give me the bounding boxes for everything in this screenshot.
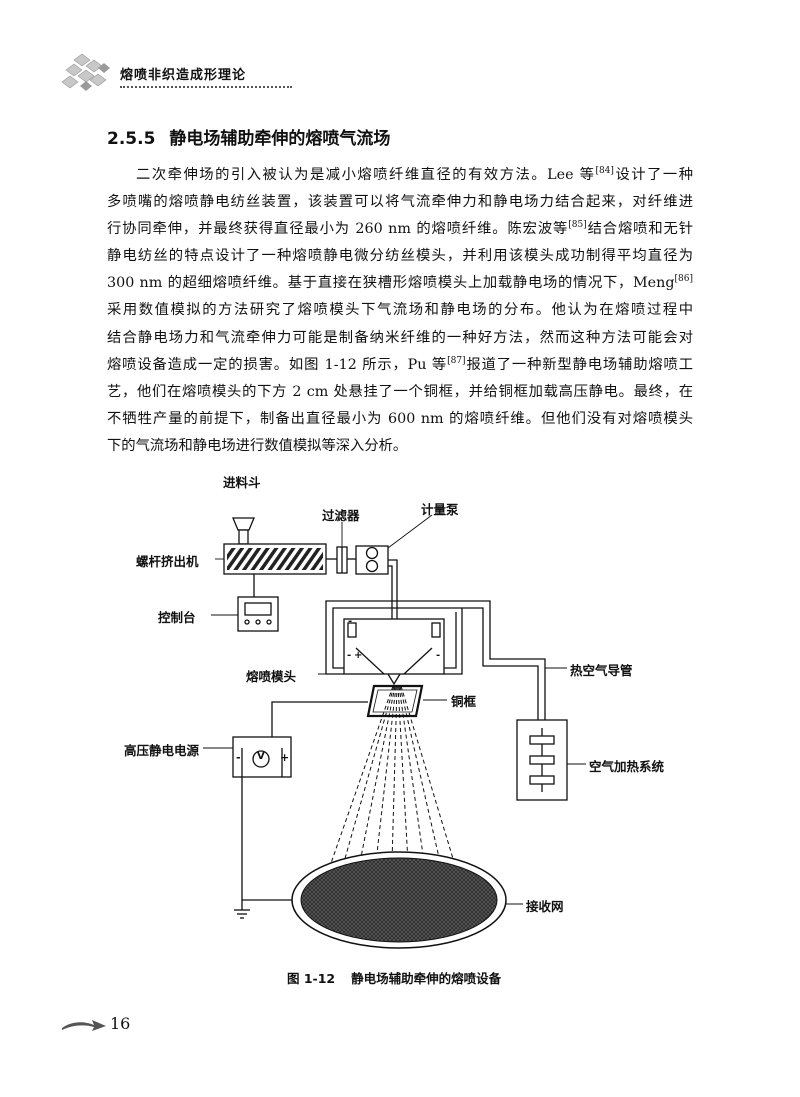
text-line: 多喷嘴的熔喷静电纺丝装置，该装置可以将气流牵伸力和静电场力结合起来，对纤维进 — [107, 194, 693, 211]
label-screw-extruder: 螺杆挤出机 — [136, 554, 199, 569]
figure-caption: 图 1-12 静电场辅助牵伸的熔喷设备 — [287, 968, 501, 987]
page-footer: 16 — [62, 1012, 162, 1042]
die-terminal-minus-right: - — [436, 650, 441, 661]
running-header: 熔喷非织造成形理论 — [60, 52, 292, 92]
text-line: 行协同牵伸，并最终获得直径最小为 260 nm 的熔喷纤维。陈宏波等[85]结合… — [107, 220, 694, 238]
running-title: 熔喷非织造成形理论 — [120, 68, 247, 83]
label-filter: 过滤器 — [322, 508, 360, 523]
copper-frame — [366, 684, 424, 718]
text-line: 不牺牲产量的前提下，制备出直径最小为 600 nm 的熔喷纤维。但他们没有对熔喷… — [107, 410, 693, 427]
hv-terminal-minus: - — [236, 751, 241, 764]
collector-mesh — [291, 851, 507, 949]
figure-caption-text: 静电场辅助牵伸的熔喷设备 — [351, 971, 502, 986]
label-collector: 接收网 — [526, 899, 564, 914]
header-dotted-rule — [120, 86, 292, 88]
screw-extruder — [223, 543, 327, 575]
die-terminal-minus-left: - — [347, 650, 352, 661]
hv-power-supply — [232, 701, 368, 919]
die-terminal-minus-top: - — [348, 616, 353, 627]
text-line: 熔喷设备造成一定的损害。如图 1-12 所示，Pu 等[87]报道了一种新型静电… — [107, 355, 693, 373]
filter — [336, 546, 348, 574]
metering-pump — [355, 545, 389, 575]
apparatus-diagram — [203, 514, 586, 949]
hopper — [232, 517, 255, 545]
citation: [85] — [568, 220, 587, 231]
die-terminal-plus-left: + — [354, 650, 363, 661]
voltmeter-icon: V — [257, 751, 265, 762]
section-number: 2.5.5 — [107, 129, 156, 149]
page-arrow-icon — [62, 1020, 106, 1031]
label-control-console: 控制台 — [158, 610, 196, 625]
figure-number: 图 1-12 — [287, 971, 336, 986]
text-line: 艺，他们在熔喷模头的下方 2 cm 处悬挂了一个铜框，并给铜框加载高压静电。最终… — [107, 383, 693, 400]
label-copper-frame: 铜框 — [451, 694, 477, 709]
header-logo-icon — [61, 53, 110, 91]
label-hv-supply: 高压静电电源 — [124, 743, 200, 758]
figure-1-12: 进料斗 过滤器 计量泵 螺杆挤出机 控制台 熔喷模头 热空气导管 铜框 高压静电… — [0, 462, 800, 970]
citation: [84] — [595, 166, 614, 176]
text-line: 300 nm 的超细熔喷纤维。基于直接在狭槽形熔喷模头上加载静电场的情况下，Me… — [107, 274, 693, 292]
text-line: 采用数值模拟的方法研究了熔喷模头下气流场和静电场的分布。他认为在熔喷过程中 — [107, 302, 693, 319]
text-line: 二次牵伸场的引入被认为是减小熔喷纤维直径的有效方法。Lee 等[84]设计了一种 — [136, 166, 693, 184]
citation: [87] — [447, 355, 466, 366]
hv-terminal-plus: + — [280, 751, 290, 764]
air-heating-system — [516, 719, 568, 801]
text-line: 静电纺丝的特点设计了一种熔喷静电微分纺丝模头，并利用该模头成功制得平均直径为 — [107, 248, 693, 265]
label-air-heating: 空气加热系统 — [589, 759, 665, 774]
melt-blown-die — [343, 618, 445, 686]
section-title: 静电场辅助牵伸的熔喷气流场 — [169, 129, 391, 149]
body-paragraph: 二次牵伸场的引入被认为是减小熔喷纤维直径的有效方法。Lee 等[84]设计了一种… — [107, 162, 693, 460]
page-number: 16 — [110, 1014, 131, 1033]
label-die: 熔喷模头 — [246, 669, 297, 684]
control-console — [237, 574, 279, 632]
text-line: 下的气流场和静电场进行数值模拟等深入分析。 — [107, 437, 408, 454]
label-hopper: 进料斗 — [223, 475, 261, 490]
label-hot-air-duct: 热空气导管 — [570, 663, 633, 678]
text-line: 结合静电场力和气流牵伸力可能是制备纳米纤维的一种好方法，然而这种方法可能会对 — [107, 329, 693, 346]
fiber-jets — [329, 685, 455, 867]
label-metering-pump: 计量泵 — [421, 502, 459, 517]
citation: [86] — [674, 274, 693, 285]
section-heading: 2.5.5 静电场辅助牵伸的熔喷气流场 — [107, 124, 390, 149]
